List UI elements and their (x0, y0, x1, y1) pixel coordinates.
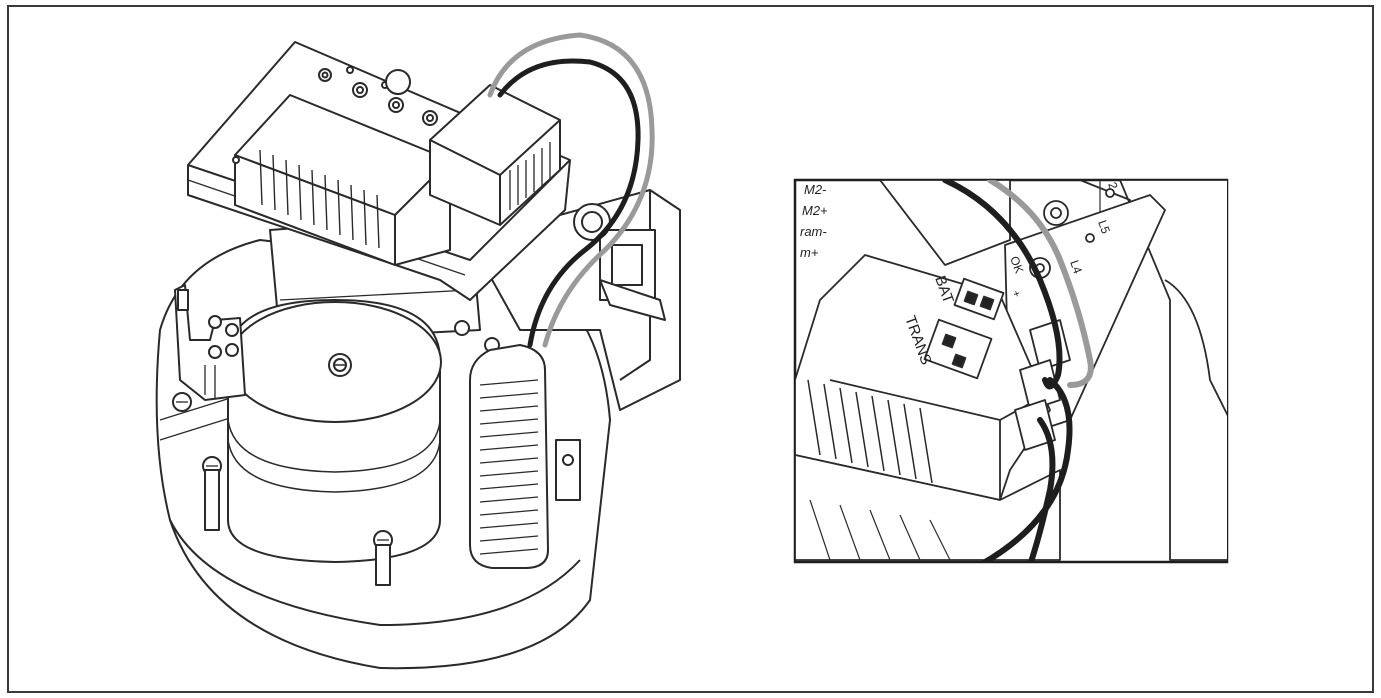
heat-block (469, 344, 549, 569)
grey-wire-main (487, 32, 655, 348)
main-wires (487, 32, 655, 348)
label-l5: L5 (1095, 218, 1113, 236)
label-ram-minus: ram- (800, 224, 827, 239)
label-ok: OK (1007, 254, 1026, 275)
board-holes (232, 66, 438, 164)
black-wire-main (497, 58, 641, 348)
label-plus: + (1009, 289, 1022, 299)
terminal-post (174, 284, 246, 401)
label-m2-plus: M2+ (802, 203, 828, 218)
label-m2-minus: M2- (804, 182, 827, 197)
black-wire-inset-3 (1027, 417, 1056, 562)
trans-socket (923, 318, 993, 380)
detail-inset: M2- M2+ ram- m+ BAT TRANS OK L4 L5 2 + (793, 178, 1229, 564)
motor-assembly (155, 41, 681, 670)
grey-wire-inset (987, 180, 1094, 388)
label-m-plus: m+ (800, 245, 819, 260)
label-l4: L4 (1067, 258, 1085, 276)
black-wire-inset-2 (979, 377, 1073, 562)
label-two: 2 (1105, 180, 1121, 191)
bat-socket (953, 277, 1005, 321)
